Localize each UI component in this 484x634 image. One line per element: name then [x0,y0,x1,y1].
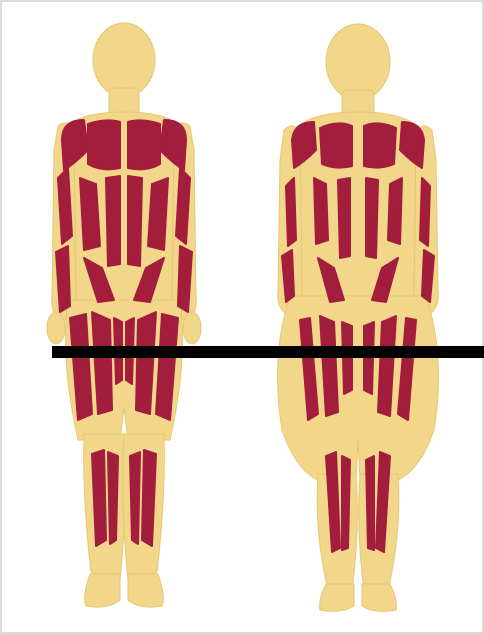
silhouette-part [326,24,390,100]
muscle-group [108,452,118,544]
muscle-group [388,178,402,244]
silhouette-part [320,584,354,611]
muscle-group [366,456,374,550]
muscle-group [286,178,296,246]
muscle-group [366,178,378,258]
muscle-group [130,452,140,544]
left-figure [47,23,201,607]
muscle-group [314,178,328,244]
left-figure-silhouette [47,23,201,607]
muscle-group [342,456,350,550]
silhouette-part [128,574,163,607]
right-figure-silhouette [278,24,439,611]
muscle-group [420,178,430,246]
right-figure [278,24,439,611]
muscle-group [364,123,396,167]
muscle-group [128,176,142,266]
muscle-group [338,178,350,258]
muscle-group [320,123,352,167]
silhouette-part [47,312,65,344]
muscle-group [106,176,120,266]
silhouette-part [85,574,120,607]
muscle-group [148,178,168,250]
muscle-group [80,178,100,250]
muscle-group [88,120,120,169]
horizontal-reference-line [52,346,484,358]
silhouette-part [362,584,396,611]
silhouette-part [93,23,155,97]
muscle-group [128,120,160,169]
silhouette-part [183,312,201,344]
